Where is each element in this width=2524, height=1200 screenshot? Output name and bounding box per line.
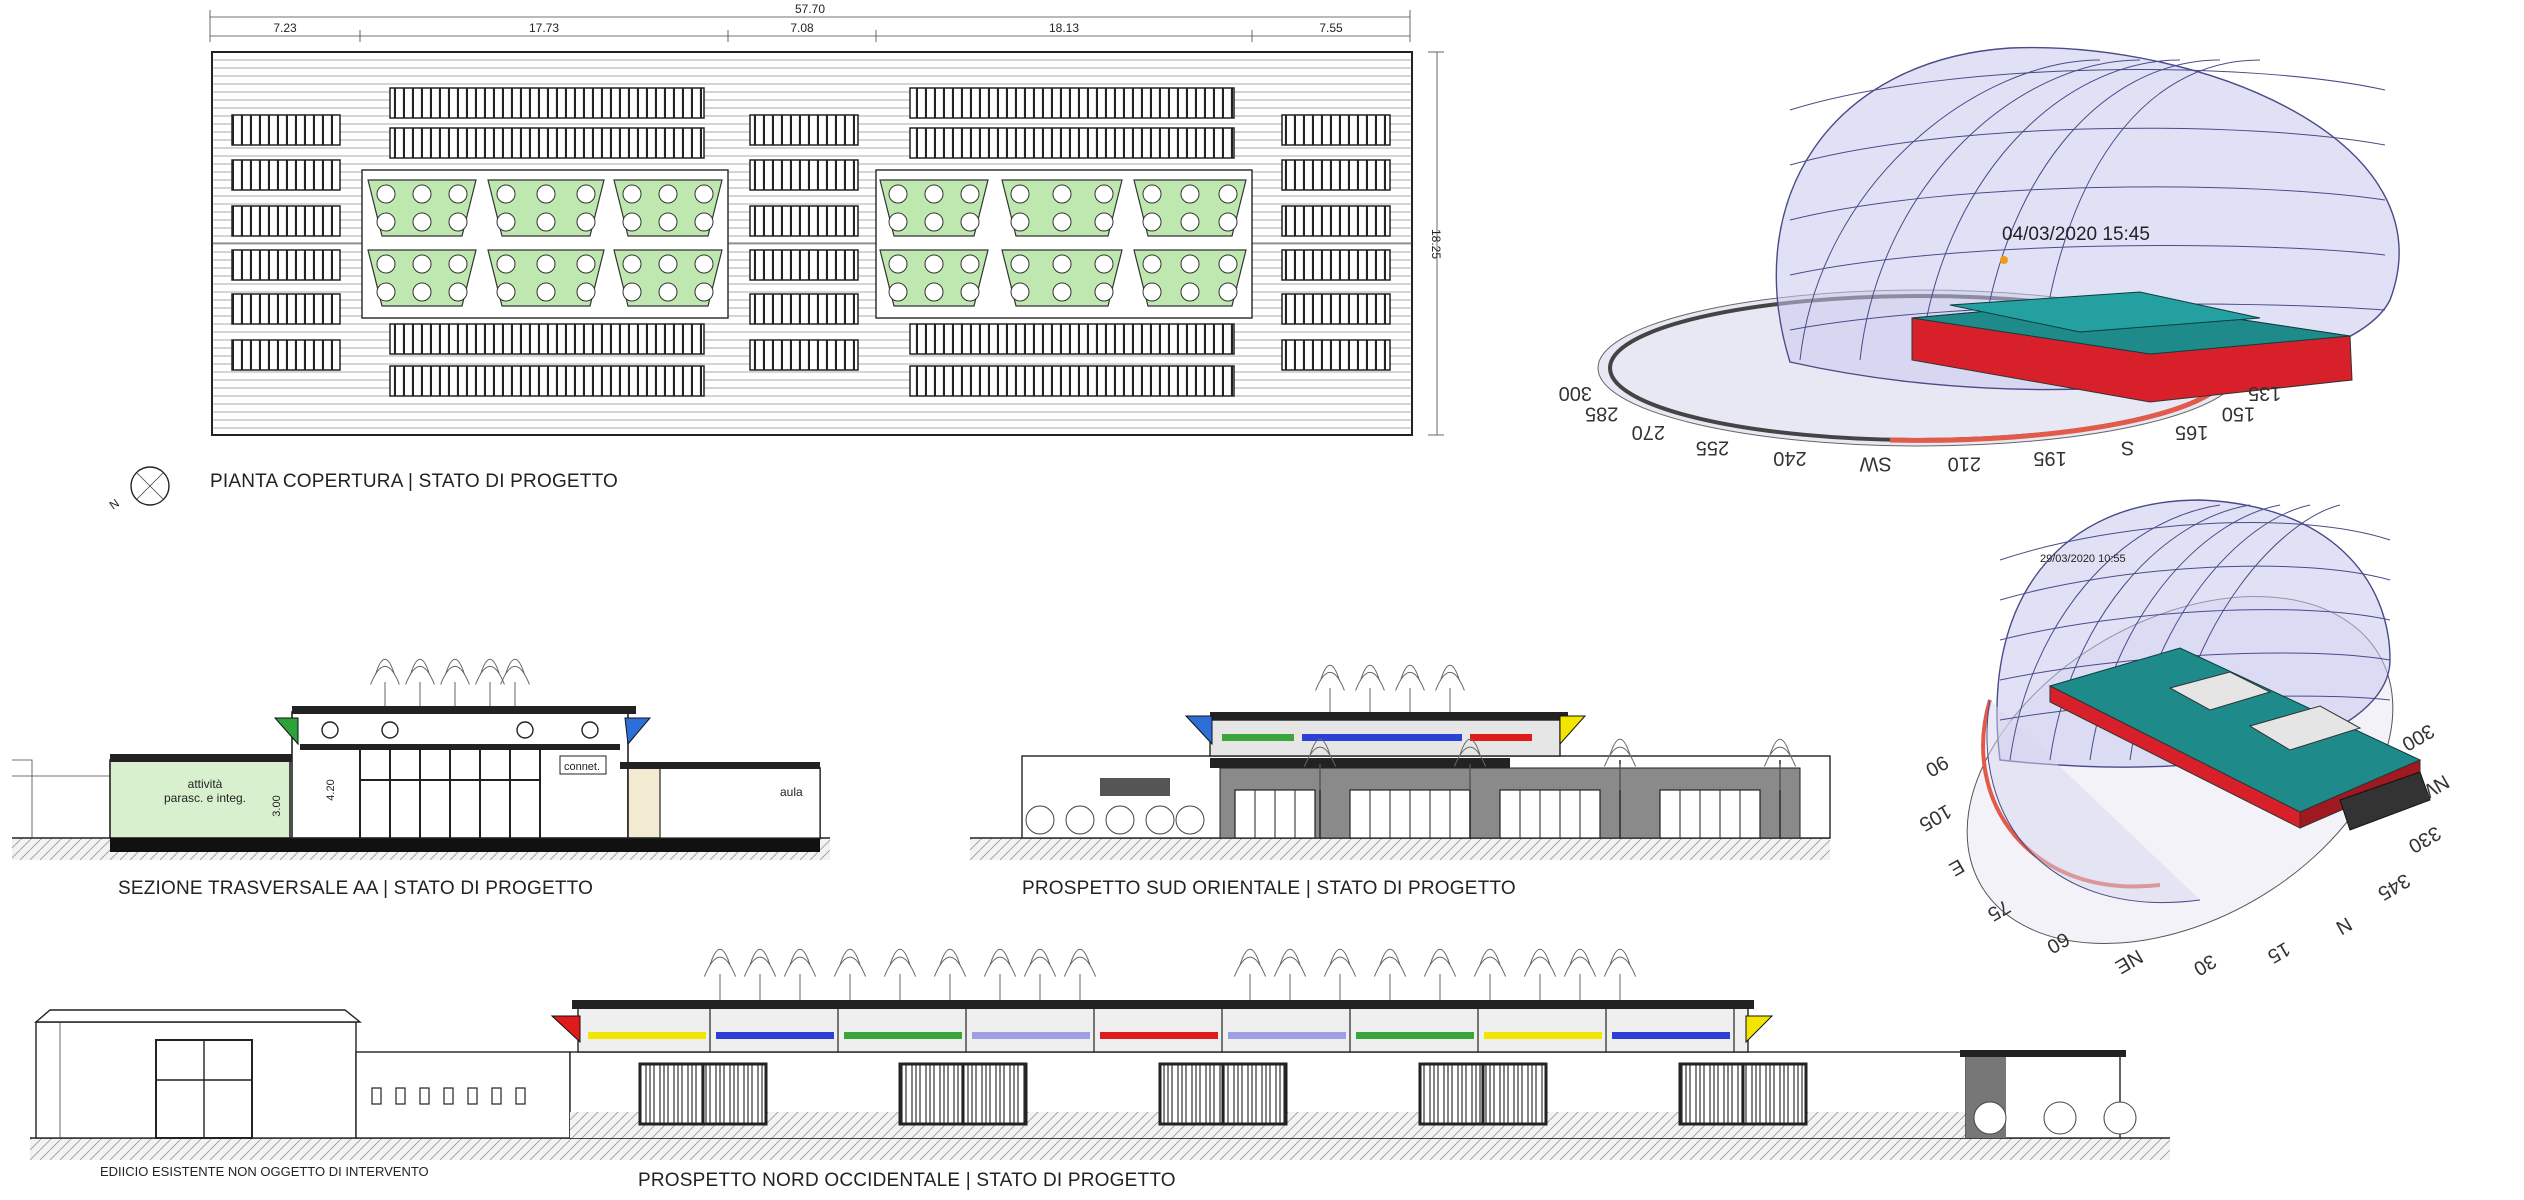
- existing-building: EDIICIO ESISTENTE NON OGGETTO DI INTERVE…: [34, 1009, 571, 1179]
- compass-label: 330: [2405, 821, 2445, 857]
- elevation-se-caption: PROSPETTO SUD ORIENTALE | STATO DI PROGE…: [1022, 878, 1516, 899]
- north-letter: N: [107, 496, 122, 512]
- compass-label: 195: [2033, 447, 2066, 469]
- compass-label: SW: [1859, 452, 1891, 474]
- elevation-north-west: EDIICIO ESISTENTE NON OGGETTO DI INTERVE…: [30, 948, 2170, 1191]
- compass-label: 270: [1632, 421, 1665, 443]
- height-label-1: 3.00: [271, 795, 283, 816]
- section-aa-caption: SEZIONE TRASVERSALE AA | STATO DI PROGET…: [118, 878, 593, 899]
- compass-label: 345: [2374, 869, 2414, 905]
- sun-timestamp-1: 04/03/2020 15:45: [2002, 224, 2150, 245]
- dim-total: 57.70: [795, 2, 825, 16]
- dim-4: 18.13: [1049, 21, 1079, 35]
- sun-marker-icon: [2000, 256, 2008, 264]
- compass-label: 285: [1585, 403, 1618, 425]
- roof-plan-dimensions: 57.70 7.23 17.73 7.08 18.13 7.55 18.25: [209, 2, 1444, 436]
- compass-label: 300: [1559, 382, 1592, 404]
- compass-label: S: [2121, 436, 2134, 458]
- compass-label: 90: [1922, 751, 1952, 781]
- dim-3: 7.08: [790, 21, 814, 35]
- height-label-2: 4.20: [325, 779, 337, 800]
- compass-label: E: [1945, 854, 1968, 880]
- building-3d-model-1: [1911, 291, 2353, 403]
- compass-label: 240: [1773, 447, 1806, 469]
- green-roof-courtyards: [361, 169, 1253, 319]
- room-label-connet: connet.: [564, 761, 600, 773]
- roof-plan: 57.70 7.23 17.73 7.08 18.13 7.55 18.25 N: [107, 2, 1444, 512]
- building-3d-model-2: [2048, 647, 2431, 831]
- compass-label: 300: [2398, 719, 2438, 755]
- compass-label: N: [2332, 912, 2356, 938]
- dim-side: 18.25: [1429, 229, 1443, 259]
- compass-label: 105: [1915, 800, 1955, 836]
- sun-timestamp-2: 29/03/2020 10:55: [2040, 553, 2126, 565]
- dim-5: 7.55: [1319, 21, 1343, 35]
- compass-label: 255: [1696, 436, 1729, 458]
- compass-label: 135: [2248, 382, 2281, 404]
- existing-building-label: EDIICIO ESISTENTE NON OGGETTO DI INTERVE…: [100, 1164, 429, 1179]
- elevation-nw-caption: PROSPETTO NORD OCCIDENTALE | STATO DI PR…: [638, 1170, 1176, 1191]
- compass-label: NE: [2111, 945, 2146, 978]
- elevation-south-east: PROSPETTO SUD ORIENTALE | STATO DI PROGE…: [970, 664, 1831, 899]
- section-aa: attività parasc. e integ. 3.00 4.20 conn…: [12, 658, 830, 899]
- compass-label: 30: [2190, 949, 2220, 979]
- roof-plan-caption: PIANTA COPERTURA | STATO DI PROGETTO: [210, 471, 618, 492]
- room-label-parasc: parasc. e integ.: [164, 791, 246, 805]
- room-label-aula: aula: [780, 785, 803, 799]
- compass-label: 150: [2222, 403, 2255, 425]
- compass-label: 165: [2175, 421, 2208, 443]
- compass-label: 15: [2264, 937, 2294, 967]
- pv-panel-arrays: [231, 87, 1391, 397]
- room-label-attivita: attività: [188, 777, 223, 791]
- dim-2: 17.73: [529, 21, 559, 35]
- compass-label: 210: [1948, 452, 1981, 474]
- dim-1: 7.23: [273, 21, 297, 35]
- north-arrow-icon: N: [107, 466, 170, 512]
